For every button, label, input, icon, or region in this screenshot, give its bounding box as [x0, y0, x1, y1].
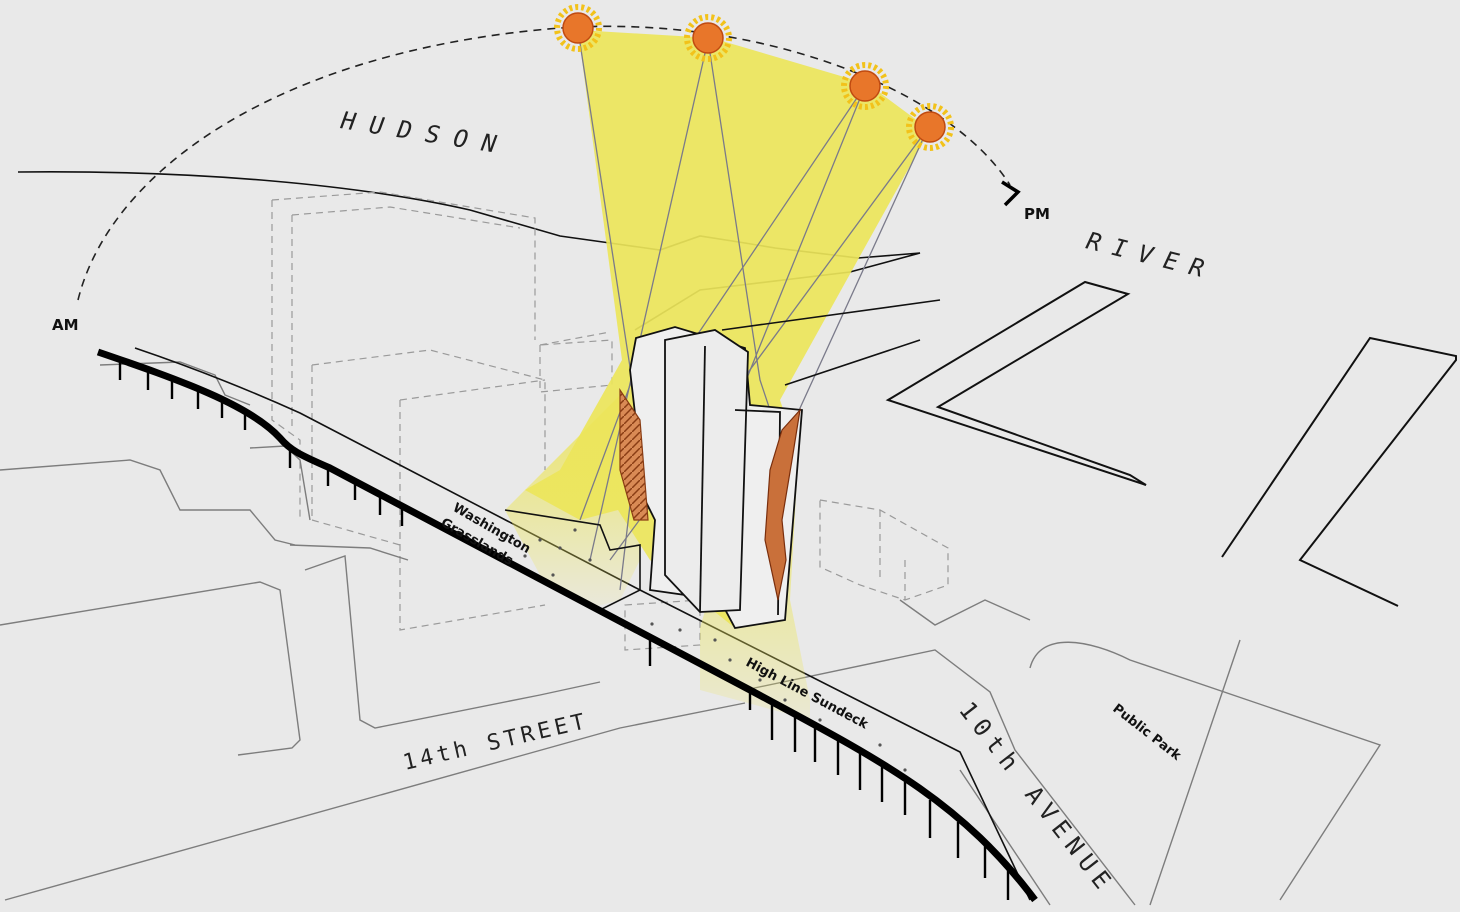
- pm-label: PM: [1024, 205, 1050, 223]
- street-label: 14th STREET: [401, 709, 591, 776]
- river-piers: [888, 282, 1456, 606]
- park-label: Public Park: [1110, 701, 1184, 764]
- tower-core: [665, 330, 748, 612]
- am-label: AM: [52, 316, 79, 334]
- arrow-icon: [1002, 182, 1018, 205]
- river-label: RIVER: [1084, 227, 1219, 286]
- high-line: [98, 352, 1035, 900]
- sun-icon: [909, 106, 951, 148]
- hudson-label: HUDSON: [338, 106, 512, 161]
